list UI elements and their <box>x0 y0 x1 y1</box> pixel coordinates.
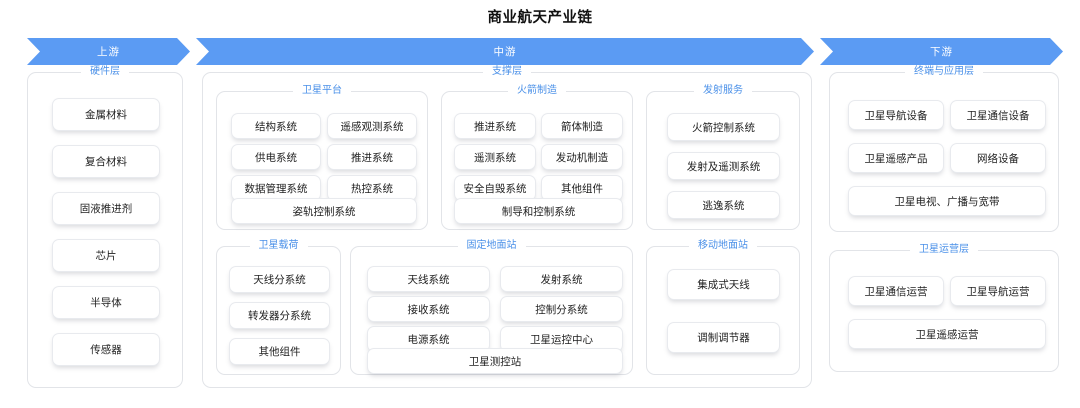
chip-container: 结构系统 遥感观测系统 供电系统 推进系统 数据管理系统 热控系统 姿轨控制系统 <box>217 92 427 229</box>
group-satellite-operation-layer: 卫星运营层 卫星通信运营 卫星导航运营 卫星遥感运营 <box>829 243 1059 372</box>
stage-chevron-downstream[interactable]: 下游 <box>820 38 1063 65</box>
chip-item[interactable]: 卫星通信设备 <box>950 100 1046 130</box>
group-launch-service: 发射服务 火箭控制系统 发射及遥测系统 逃逸系统 <box>646 84 800 230</box>
page-title: 商业航天产业链 <box>487 10 593 26</box>
value-chain-stage-band: 上游 中游 下游 <box>0 38 1080 65</box>
chip-container: 卫星导航设备 卫星通信设备 卫星遥感产品 网络设备 卫星电视、广播与宽带 <box>830 73 1058 231</box>
stage-chevron-midstream[interactable]: 中游 <box>196 38 814 65</box>
chip-item[interactable]: 半导体 <box>52 286 160 319</box>
group-rocket-manufacturing: 火箭制造 推进系统 箭体制造 遥测系统 发动机制造 安全自毁系统 其他组件 制导… <box>441 84 633 230</box>
group-hardware-layer: 硬件层 金属材料 复合材料 固液推进剂 芯片 半导体 传感器 <box>27 65 183 388</box>
chip-container: 火箭控制系统 发射及遥测系统 逃逸系统 <box>647 92 799 229</box>
chip-item[interactable]: 复合材料 <box>52 145 160 178</box>
group-support-layer-legend: 支撑层 <box>203 65 811 79</box>
chip-item[interactable]: 电源系统 <box>367 326 490 352</box>
stage-chevron-upstream[interactable]: 上游 <box>27 38 190 65</box>
chip-item[interactable]: 调制调节器 <box>667 322 780 353</box>
chip-item[interactable]: 集成式天线 <box>667 269 780 300</box>
chip-container: 天线系统 发射系统 接收系统 控制分系统 电源系统 卫星运控中心 卫星测控站 <box>351 247 632 374</box>
chip-item[interactable]: 卫星电视、广播与宽带 <box>848 186 1046 216</box>
chip-item[interactable]: 安全自毁系统 <box>454 175 536 201</box>
chip-item[interactable]: 推进系统 <box>327 144 417 170</box>
chip-item[interactable]: 遥感观测系统 <box>327 113 417 139</box>
stage-label-upstream: 上游 <box>97 46 120 58</box>
chip-item[interactable]: 固液推进剂 <box>52 192 160 225</box>
chip-item[interactable]: 发射系统 <box>500 266 623 292</box>
chip-container: 卫星通信运营 卫星导航运营 卫星遥感运营 <box>830 251 1058 371</box>
chip-item[interactable]: 推进系统 <box>454 113 536 139</box>
chip-item[interactable]: 天线分系统 <box>229 266 330 293</box>
chip-item[interactable]: 数据管理系统 <box>231 175 321 201</box>
group-fixed-ground-station: 固定地面站 天线系统 发射系统 接收系统 控制分系统 电源系统 卫星运控中心 卫… <box>350 239 633 375</box>
chip-item[interactable]: 卫星通信运营 <box>848 276 944 306</box>
chip-item[interactable]: 卫星导航设备 <box>848 100 944 130</box>
chip-item[interactable]: 卫星测控站 <box>367 348 623 374</box>
chip-item[interactable]: 网络设备 <box>950 143 1046 173</box>
chip-item[interactable]: 火箭控制系统 <box>667 113 780 141</box>
chip-item[interactable]: 卫星运控中心 <box>500 326 623 352</box>
group-satellite-payload: 卫星载荷 天线分系统 转发器分系统 其他组件 <box>216 239 341 375</box>
chip-item[interactable]: 发动机制造 <box>541 144 623 170</box>
chip-item[interactable]: 卫星遥感产品 <box>848 143 944 173</box>
chip-item[interactable]: 逃逸系统 <box>667 191 780 219</box>
chip-item[interactable]: 天线系统 <box>367 266 490 292</box>
group-satellite-platform: 卫星平台 结构系统 遥感观测系统 供电系统 推进系统 数据管理系统 热控系统 姿… <box>216 84 428 230</box>
chip-item[interactable]: 发射及遥测系统 <box>667 152 780 180</box>
chip-item[interactable]: 制导和控制系统 <box>454 198 623 224</box>
group-terminal-application-layer: 终端与应用层 卫星导航设备 卫星通信设备 卫星遥感产品 网络设备 卫星电视、广播… <box>829 65 1059 232</box>
chip-item[interactable]: 遥测系统 <box>454 144 536 170</box>
chip-item[interactable]: 卫星导航运营 <box>950 276 1046 306</box>
stage-label-downstream: 下游 <box>930 46 953 58</box>
chip-item[interactable]: 芯片 <box>52 239 160 272</box>
legend-text: 支撑层 <box>483 65 531 79</box>
chip-item[interactable]: 传感器 <box>52 333 160 366</box>
chip-item[interactable]: 接收系统 <box>367 296 490 322</box>
legend-rule-right <box>531 71 797 73</box>
chip-item[interactable]: 热控系统 <box>327 175 417 201</box>
group-mobile-ground-station: 移动地面站 集成式天线 调制调节器 <box>646 239 800 375</box>
stage-label-midstream: 中游 <box>493 46 517 58</box>
chip-container: 金属材料 复合材料 固液推进剂 芯片 半导体 传感器 <box>28 73 182 387</box>
chip-item[interactable]: 结构系统 <box>231 113 321 139</box>
chip-item[interactable]: 其他组件 <box>229 338 330 365</box>
chip-item[interactable]: 转发器分系统 <box>229 302 330 329</box>
chip-container: 推进系统 箭体制造 遥测系统 发动机制造 安全自毁系统 其他组件 制导和控制系统 <box>442 92 632 229</box>
group-support-layer: 支撑层 卫星平台 结构系统 遥感观测系统 供电系统 推进系统 数据管理系统 热控… <box>202 65 812 388</box>
chip-item[interactable]: 姿轨控制系统 <box>231 198 417 224</box>
chip-container: 天线分系统 转发器分系统 其他组件 <box>217 247 340 374</box>
chip-item[interactable]: 卫星遥感运营 <box>848 319 1046 349</box>
chip-item[interactable]: 供电系统 <box>231 144 321 170</box>
chip-item[interactable]: 箭体制造 <box>541 113 623 139</box>
chip-item[interactable]: 控制分系统 <box>500 296 623 322</box>
legend-rule-left <box>217 71 483 73</box>
chip-item[interactable]: 金属材料 <box>52 98 160 131</box>
chip-container: 集成式天线 调制调节器 <box>647 247 799 374</box>
chip-item[interactable]: 其他组件 <box>541 175 623 201</box>
